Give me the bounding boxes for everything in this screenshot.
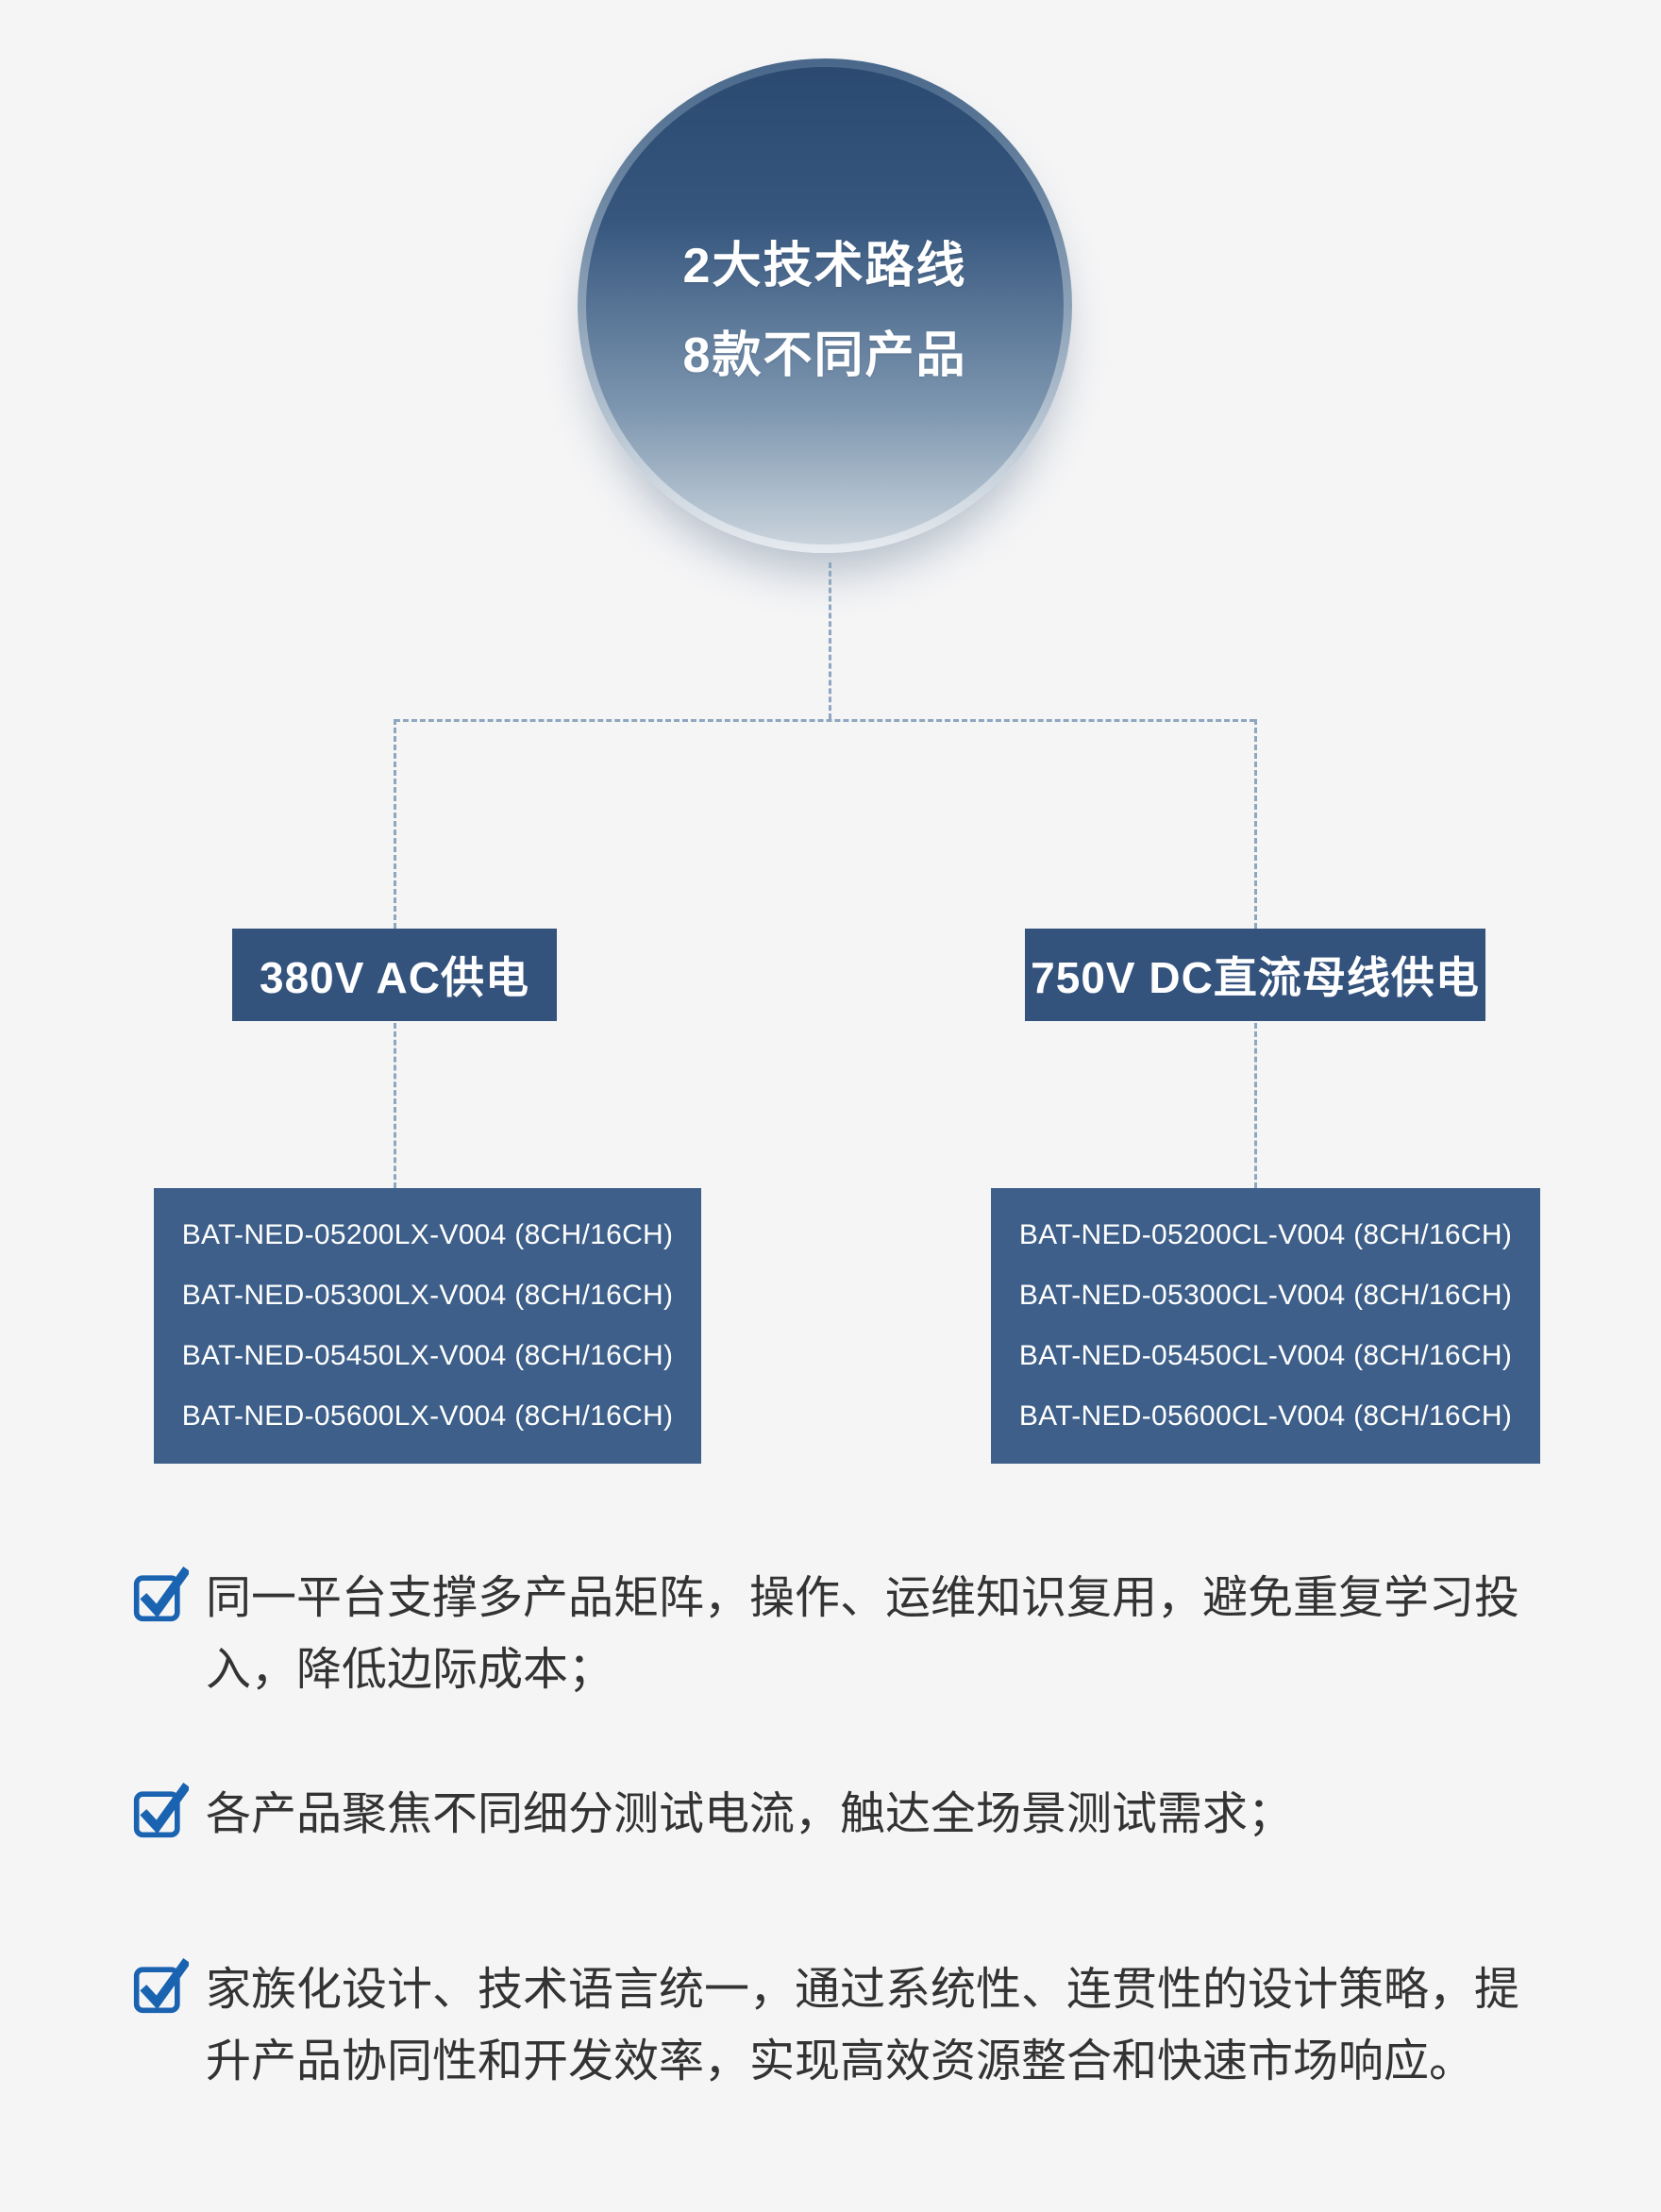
dc-model-list: BAT-NED-05200CL-V004 (8CH/16CH) BAT-NED-…	[991, 1188, 1540, 1464]
connector-right-branch-bottom	[1254, 1023, 1257, 1188]
bullet-item: 各产品聚焦不同细分测试电流，触达全场景测试需求；	[132, 1779, 1567, 1851]
root-title-line1: 2大技术路线	[682, 239, 967, 293]
model-item: BAT-NED-05600LX-V004 (8CH/16CH)	[181, 1400, 674, 1432]
model-item: BAT-NED-05300LX-V004 (8CH/16CH)	[181, 1280, 674, 1311]
root-node: 2大技术路线 8款不同产品	[578, 59, 1072, 553]
root-node-body: 2大技术路线 8款不同产品	[586, 67, 1064, 545]
ac-model-list: BAT-NED-05200LX-V004 (8CH/16CH) BAT-NED-…	[154, 1188, 701, 1464]
root-title-line2: 8款不同产品	[682, 328, 967, 383]
connector-left-branch-bottom	[394, 1023, 396, 1188]
model-item: BAT-NED-05450LX-V004 (8CH/16CH)	[181, 1340, 674, 1371]
model-item: BAT-NED-05450CL-V004 (8CH/16CH)	[1018, 1340, 1513, 1371]
bullet-text: 家族化设计、技术语言统一，通过系统性、连贯性的设计策略，提升产品协同性和开发效率…	[206, 1965, 1520, 2086]
bullet-item: 同一平台支撑多产品矩阵，操作、运维知识复用，避免重复学习投入，降低边际成本；	[132, 1563, 1567, 1706]
bullet-text: 同一平台支撑多产品矩阵，操作、运维知识复用，避免重复学习投入，降低边际成本；	[206, 1573, 1520, 1695]
connector-left-branch-top	[394, 719, 396, 929]
checkbox-check-icon	[132, 1958, 189, 2015]
checkbox-check-icon	[132, 1567, 189, 1623]
model-item: BAT-NED-05600CL-V004 (8CH/16CH)	[1018, 1400, 1513, 1432]
checkbox-check-icon	[132, 1783, 189, 1839]
model-item: BAT-NED-05300CL-V004 (8CH/16CH)	[1018, 1280, 1513, 1311]
bullet-text: 各产品聚焦不同细分测试电流，触达全场景测试需求；	[206, 1789, 1294, 1839]
connector-root-vertical	[829, 562, 831, 719]
model-item: BAT-NED-05200CL-V004 (8CH/16CH)	[1018, 1219, 1513, 1250]
model-item: BAT-NED-05200LX-V004 (8CH/16CH)	[181, 1219, 674, 1250]
connector-right-branch-top	[1254, 719, 1257, 929]
feature-bullets: 同一平台支撑多产品矩阵，操作、运维知识复用，避免重复学习投入，降低边际成本； 各…	[132, 1563, 1567, 2098]
bullet-item: 家族化设计、技术语言统一，通过系统性、连贯性的设计策略，提升产品协同性和开发效率…	[132, 1954, 1567, 2098]
branch-header-ac: 380V AC供电	[232, 929, 557, 1021]
connector-horizontal	[394, 719, 1255, 722]
branch-header-dc: 750V DC直流母线供电	[1025, 929, 1485, 1021]
